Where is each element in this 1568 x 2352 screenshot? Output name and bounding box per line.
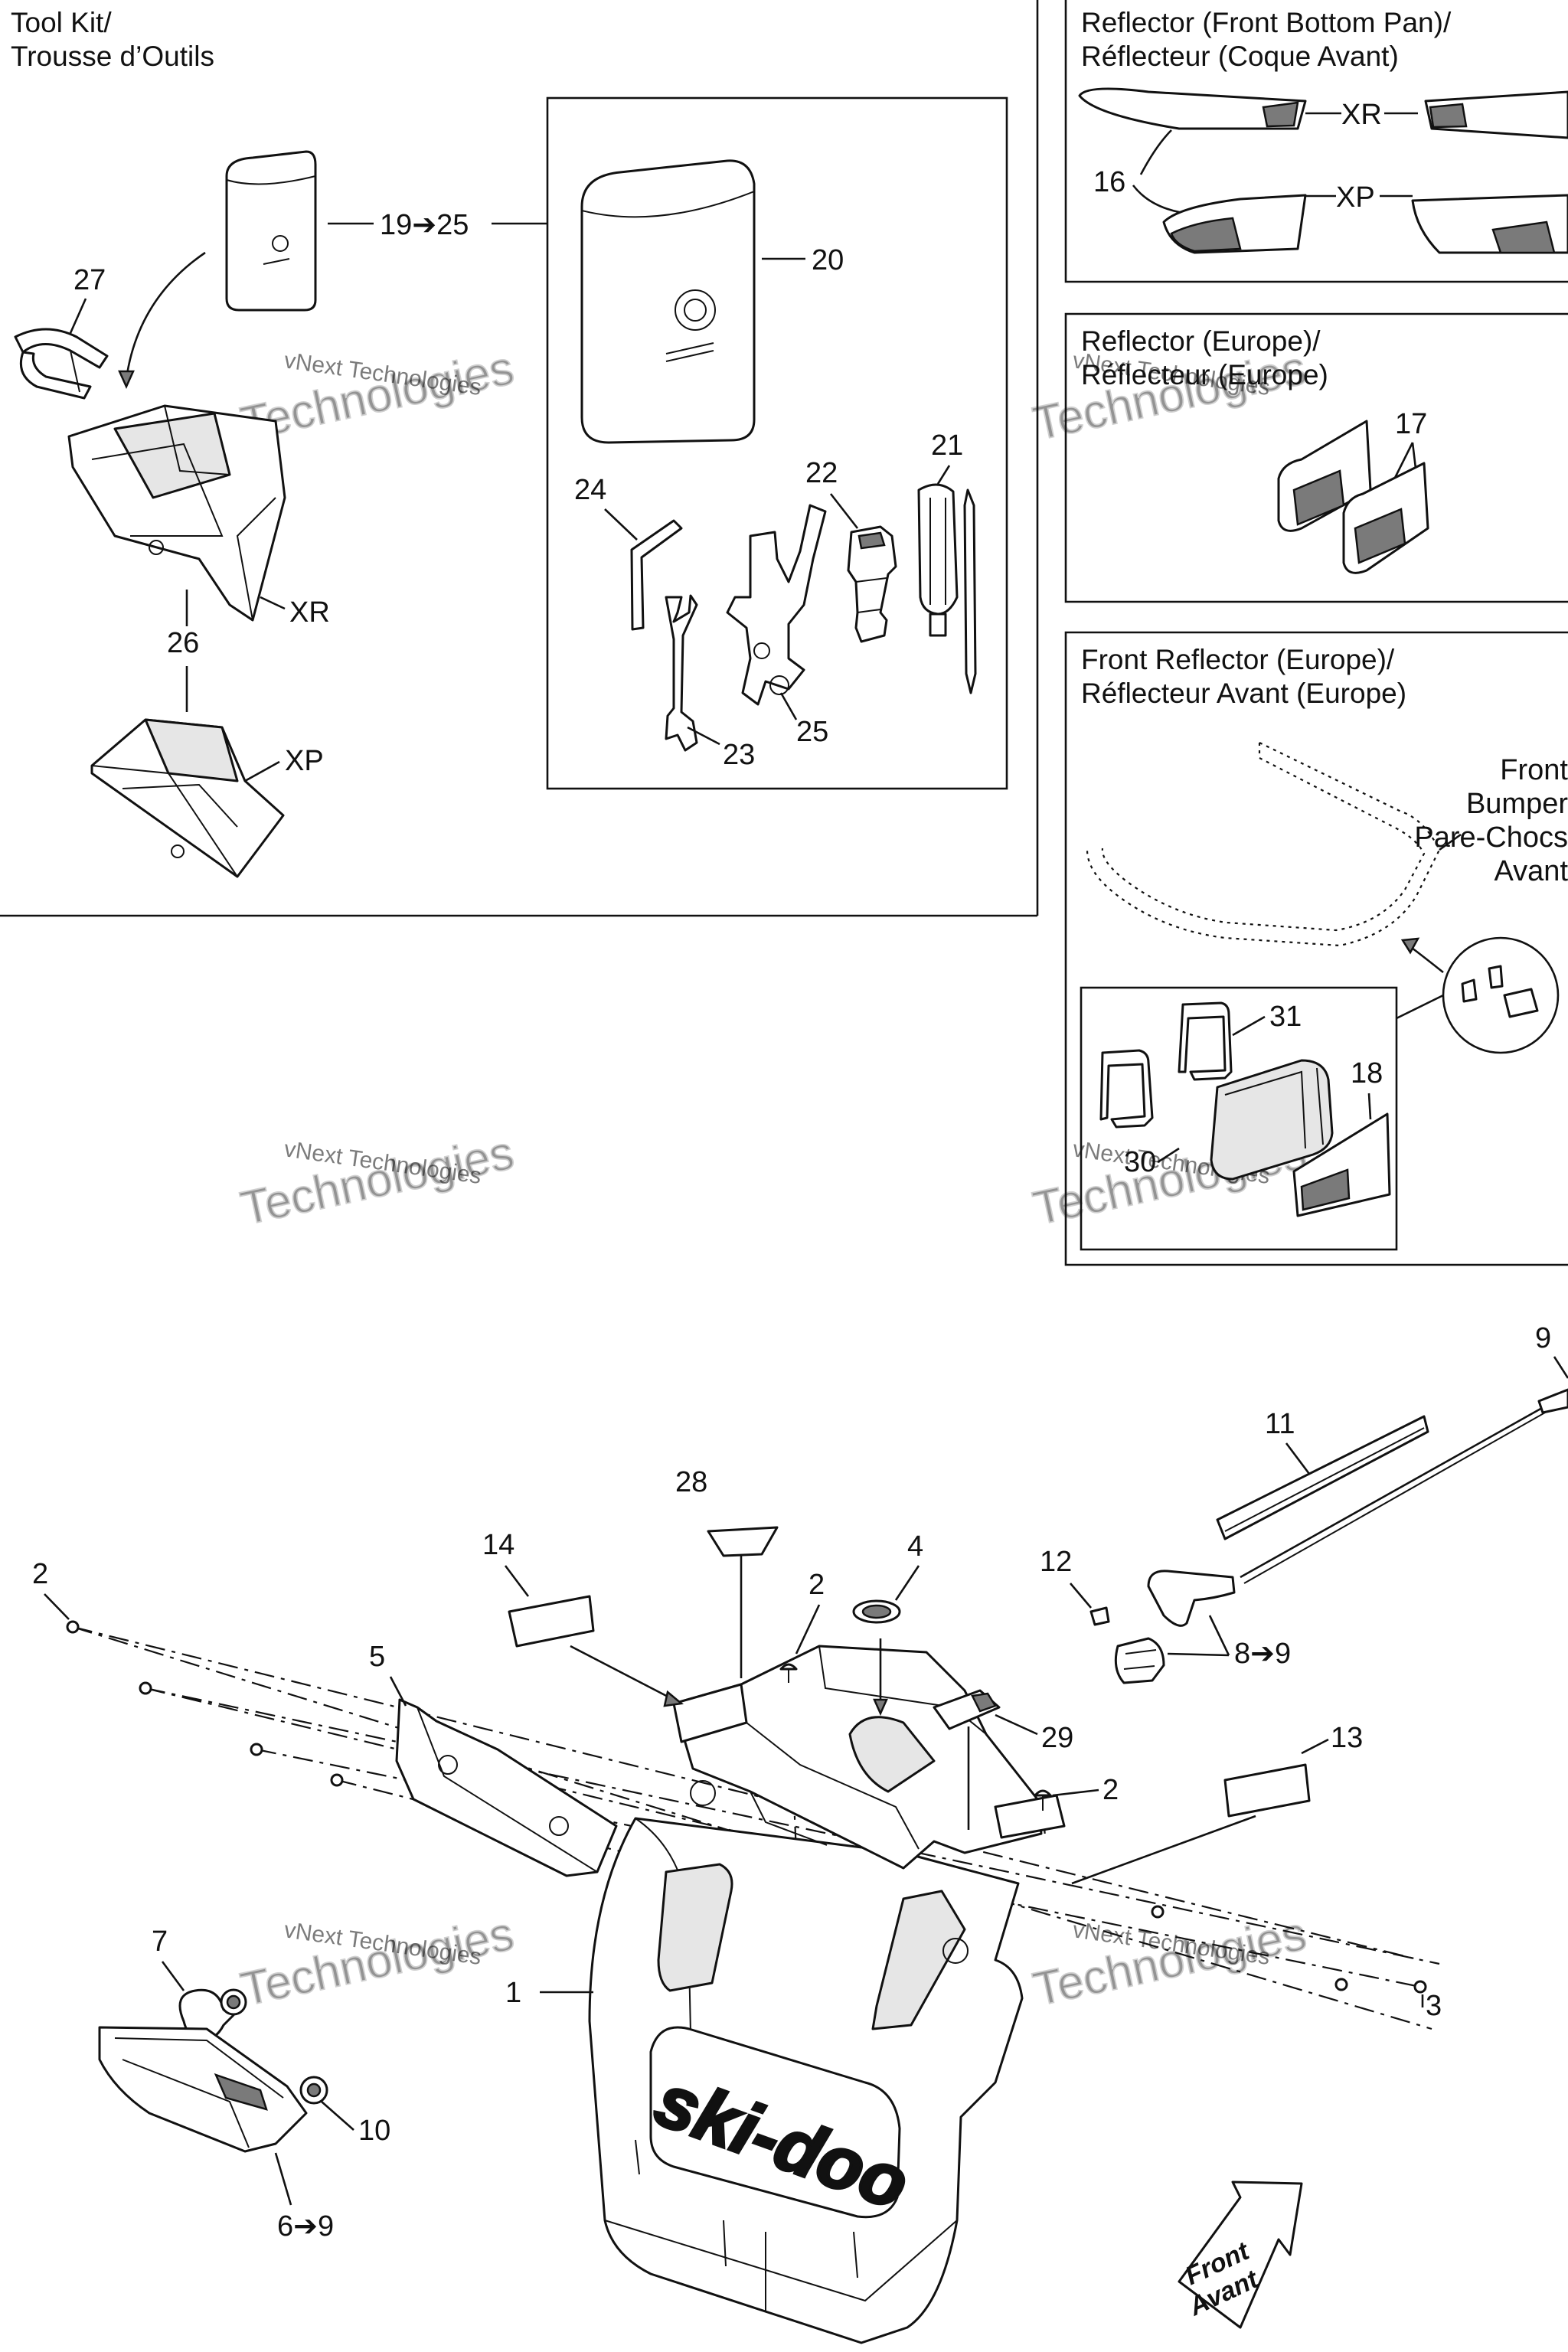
panel-title: Tool Kit/	[11, 7, 112, 38]
label-18: 18	[1351, 1057, 1383, 1089]
assembly-line	[145, 1687, 1440, 1965]
panel-border	[1064, 312, 1568, 603]
callout-line: Bumper	[1466, 788, 1568, 820]
panel-border	[1064, 0, 1568, 283]
panel-border	[1064, 631, 1568, 1266]
wire-harness-9	[1240, 1392, 1568, 1579]
label-5: 5	[369, 1641, 385, 1673]
socket-22	[847, 525, 897, 643]
label-31: 31	[1269, 1001, 1302, 1033]
screwdriver-21	[917, 483, 977, 694]
label-7: 7	[152, 1926, 168, 1958]
tool-kit-panel: Tool Kit/ Trousse d’Outils 19➔25 27	[0, 0, 1039, 917]
bracket-30	[1099, 1049, 1154, 1129]
label-4: 4	[907, 1530, 923, 1563]
wrench-23	[665, 594, 698, 752]
label-25: 25	[796, 716, 828, 748]
panel-title: Reflector (Europe)/	[1081, 325, 1321, 357]
label-12: 12	[1040, 1546, 1072, 1578]
label-30: 30	[1124, 1146, 1156, 1178]
label-2: 2	[808, 1569, 825, 1601]
front-reflector-detail-box	[1080, 986, 1398, 1251]
nut-10	[220, 1988, 328, 2105]
panel-title: Réflecteur Avant (Europe)	[1081, 678, 1406, 709]
socket-harness-8	[1147, 1570, 1236, 1627]
label-3: 3	[1426, 1990, 1442, 2022]
assembly-line	[145, 1687, 793, 1847]
label-2: 2	[1102, 1774, 1119, 1806]
label-10: 10	[358, 2115, 390, 2147]
leader-16	[1139, 129, 1172, 175]
label-8-9: 8➔9	[1234, 1638, 1291, 1670]
detail-magnifier	[1442, 936, 1560, 1054]
strap-27	[14, 328, 109, 400]
allen-key-24	[630, 519, 683, 631]
label-16: 16	[1093, 166, 1125, 198]
callout-line: Front	[1500, 754, 1568, 786]
bulb-socket-8	[1114, 1637, 1165, 1684]
panel-title: Réflecteur (Europe)	[1081, 359, 1328, 390]
front-direction-arrow: Front Avant	[1178, 2180, 1303, 2329]
bracket-31	[1178, 1001, 1233, 1081]
tool-bag-small	[225, 150, 317, 312]
label-xr: XR	[289, 596, 330, 629]
callout-line: Avant	[1494, 855, 1568, 887]
reflector-front-bottom-panel: Reflector (Front Bottom Pan)/ Réflecteur…	[1064, 0, 1568, 283]
label-19-25: 19➔25	[380, 209, 469, 241]
front-reflector-europe-panel: Front Reflector (Europe)/ Réflecteur Ava…	[1064, 631, 1568, 1266]
clip-12	[1089, 1606, 1110, 1626]
label-6-9: 6➔9	[277, 2210, 334, 2243]
reflector-europe-panel: Reflector (Europe)/ Réflecteur (Europe) …	[1064, 312, 1568, 603]
arrow-leader	[125, 251, 206, 380]
label-11: 11	[1265, 1408, 1295, 1440]
decal-11	[1216, 1415, 1429, 1540]
panel-title: Trousse d’Outils	[11, 41, 214, 72]
spanner-25	[726, 504, 827, 706]
tool-kit-detail-box	[546, 96, 1008, 790]
label-14: 14	[482, 1529, 514, 1561]
label-xp: XP	[1336, 181, 1375, 214]
label-26: 26	[167, 627, 199, 659]
tool-bag-20	[580, 159, 756, 444]
label-20: 20	[812, 244, 844, 276]
reflector-strip-xr-left	[1078, 87, 1307, 130]
label-9: 9	[1535, 1322, 1551, 1354]
tool-box-xp	[90, 718, 285, 878]
decal-13	[1223, 1763, 1311, 1818]
decal-14	[508, 1595, 595, 1648]
emblem-4	[852, 1599, 901, 1624]
label-2: 2	[32, 1558, 48, 1590]
main-assembly: ski-doo 5	[32, 1322, 1568, 2344]
panel-title: Reflector (Front Bottom Pan)/	[1081, 7, 1452, 38]
bumper-callout: Front Bumper Pare-Chocs Avant	[1414, 754, 1568, 887]
label-21: 21	[931, 430, 963, 462]
front-bottom-pan-1: ski-doo	[588, 1780, 1024, 2344]
callout-line: Pare-Chocs	[1414, 822, 1568, 854]
panel-title: Front Reflector (Europe)/	[1081, 644, 1395, 675]
panel-title: Réflecteur (Coque Avant)	[1081, 41, 1399, 72]
reflector-housing	[1210, 1059, 1334, 1181]
label-13: 13	[1331, 1722, 1363, 1754]
label-24: 24	[574, 474, 606, 506]
headlight-6	[98, 2026, 308, 2153]
label-xp: XP	[285, 745, 324, 777]
assembly-line	[72, 1625, 1421, 1962]
label-xr: XR	[1341, 99, 1382, 131]
label-23: 23	[723, 739, 755, 771]
assembly-line	[995, 1897, 1432, 2030]
label-27: 27	[74, 264, 106, 296]
fastener-2	[66, 1620, 1427, 1994]
label-1: 1	[505, 1977, 521, 2009]
tool-box-xr	[67, 404, 286, 622]
front-bumper-outline	[1086, 742, 1441, 947]
grille-5	[395, 1698, 618, 1877]
decal-28	[707, 1526, 779, 1557]
label-22: 22	[805, 457, 838, 489]
label-17: 17	[1395, 408, 1427, 440]
label-29: 29	[1041, 1722, 1073, 1754]
label-28: 28	[675, 1466, 707, 1498]
